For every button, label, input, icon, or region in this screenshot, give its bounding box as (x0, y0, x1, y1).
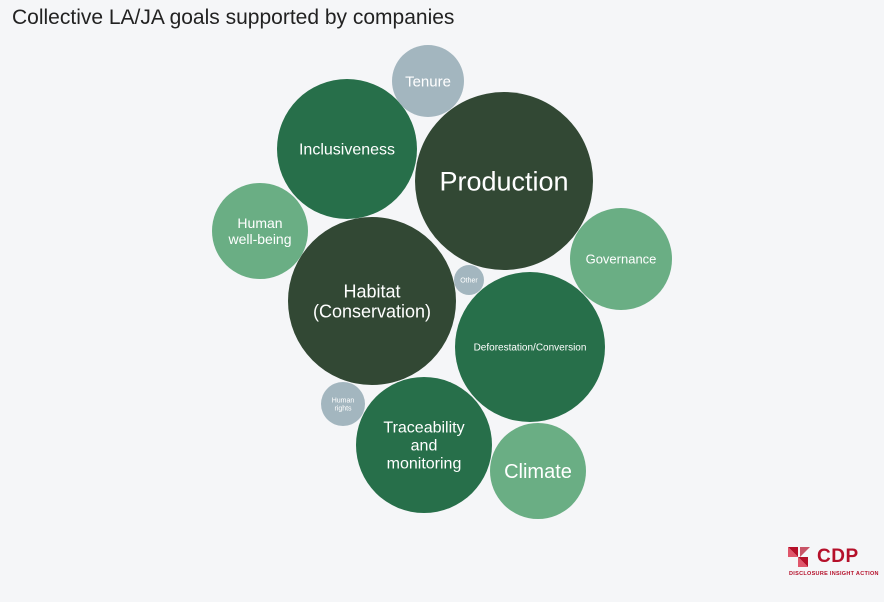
bubble-production: Production (415, 92, 593, 270)
bubble-habitat-conservation: Habitat(Conservation) (288, 217, 456, 385)
bubble-circle-traceability-and-monitoring (356, 377, 492, 513)
bubble-climate: Climate (490, 423, 586, 519)
bubble-circle-inclusiveness (277, 79, 417, 219)
cdp-logo-text: CDP (817, 546, 859, 567)
bubble-label-deforestation-conversion: Deforestation/Conversion (474, 343, 587, 354)
bubble-label-habitat-conservation: Habitat(Conservation) (313, 281, 431, 321)
bubble-tenure: Tenure (392, 45, 464, 117)
bubble-circle-climate (490, 423, 586, 519)
cdp-logo: CDP DISCLOSURE INSIGHT ACTION (786, 545, 879, 581)
bubble-deforestation-conversion: Deforestation/Conversion (455, 272, 605, 422)
bubble-label-production: Production (439, 166, 568, 196)
bubble-circle-deforestation-conversion (455, 272, 605, 422)
bubble-circle-governance (570, 208, 672, 310)
bubble-label-tenure: Tenure (405, 73, 451, 90)
bubble-label-inclusiveness: Inclusiveness (299, 142, 395, 159)
bubble-label-governance: Governance (586, 252, 657, 267)
bubble-other: Other (454, 265, 484, 295)
cdp-logo-tagline: DISCLOSURE INSIGHT ACTION (789, 571, 879, 577)
cdp-logo-mark-icon (788, 547, 810, 567)
bubble-circle-habitat-conservation (288, 217, 456, 385)
bubble-inclusiveness: Inclusiveness (277, 79, 417, 219)
bubble-circle-human-rights (321, 382, 365, 426)
bubble-circle-other (454, 265, 484, 295)
bubble-governance: Governance (570, 208, 672, 310)
bubble-circle-tenure (392, 45, 464, 117)
bubble-label-other: Other (460, 277, 478, 284)
bubble-circle-human-well-being (212, 183, 308, 279)
bubble-circle-production (415, 92, 593, 270)
chart-title: Collective LA/JA goals supported by comp… (12, 6, 455, 29)
bubble-label-climate: Climate (504, 461, 572, 483)
